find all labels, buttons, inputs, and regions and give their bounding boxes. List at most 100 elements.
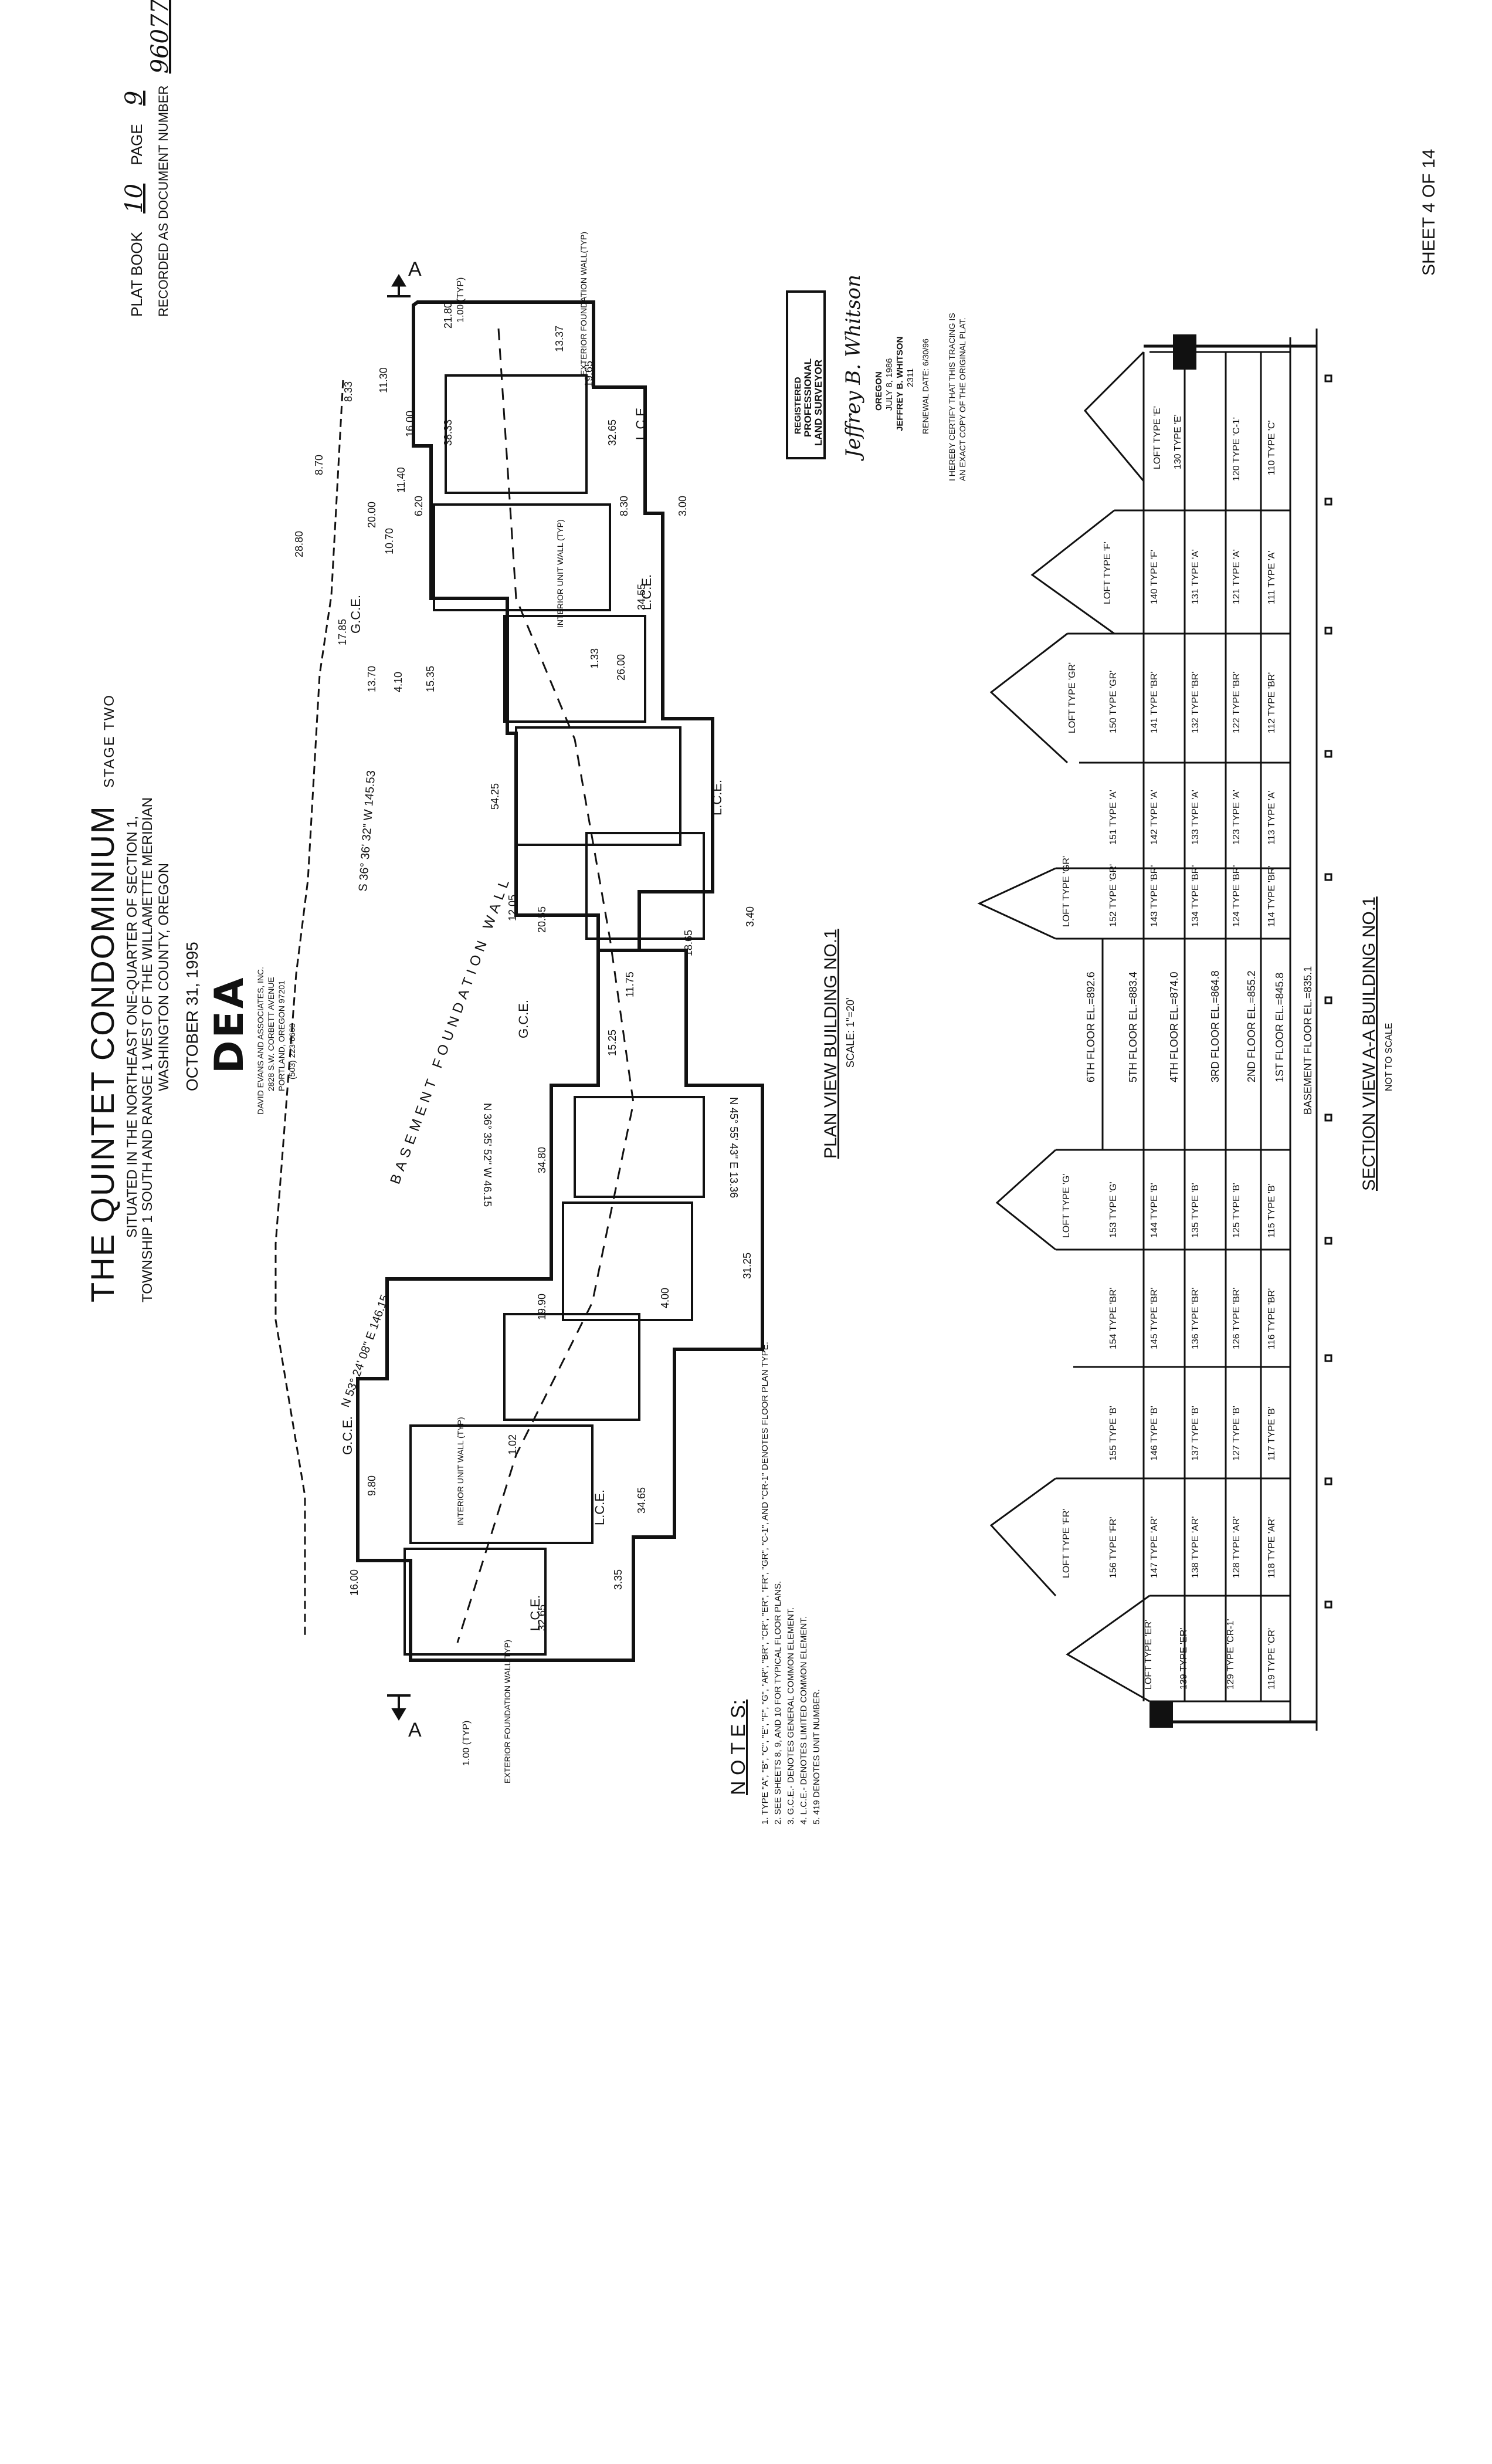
unit-label: 153 TYPE 'G' bbox=[1108, 1182, 1118, 1238]
dim-label: 1.02 bbox=[507, 1434, 518, 1455]
unit-label: 140 TYPE 'F' bbox=[1149, 550, 1159, 604]
lce-label: L.C.E. bbox=[633, 404, 648, 440]
grade-markers bbox=[1324, 374, 1332, 1609]
loft-label: LOFT TYPE 'ER' bbox=[1144, 1619, 1154, 1690]
unit-label: 141 TYPE 'BR' bbox=[1149, 671, 1159, 733]
dim-label: 34.55 bbox=[636, 584, 647, 610]
unit-label: 143 TYPE 'BR' bbox=[1149, 865, 1159, 927]
gce-label: G.C.E. bbox=[516, 1000, 531, 1038]
dim-label: 20.55 bbox=[536, 906, 548, 933]
unit-label: 113 TYPE 'A' bbox=[1267, 790, 1277, 845]
unit-label: 135 TYPE 'B' bbox=[1191, 1183, 1201, 1238]
unit-label: 121 TYPE 'A' bbox=[1232, 549, 1242, 604]
dim-label: 28.80 bbox=[293, 531, 305, 557]
interior-wall-label: INTERIOR UNIT WALL (TYP) bbox=[456, 1417, 465, 1525]
unit-label: 124 TYPE 'BR' bbox=[1232, 865, 1242, 927]
dim-label: 10.70 bbox=[384, 528, 395, 554]
dim-label: 3.35 bbox=[612, 1569, 624, 1590]
unit-label: 114 TYPE 'BR' bbox=[1267, 865, 1277, 927]
loft-label: LOFT TYPE 'GR' bbox=[1067, 662, 1077, 733]
bearing-label: N 36° 35' 52" W 46.15 bbox=[481, 1103, 493, 1207]
unit-label: 128 TYPE 'AR' bbox=[1232, 1516, 1242, 1578]
unit-label: 139 TYPE 'ER' bbox=[1179, 1627, 1189, 1690]
unit-label: 137 TYPE 'B' bbox=[1191, 1406, 1201, 1461]
dim-label: 11.30 bbox=[378, 367, 389, 393]
unit-label: 152 TYPE 'GR' bbox=[1108, 864, 1118, 927]
dim-label: 6.20 bbox=[413, 496, 425, 516]
dim-label: 54.25 bbox=[489, 783, 501, 810]
unit-centerline bbox=[456, 328, 635, 1643]
unit-label: 138 TYPE 'AR' bbox=[1191, 1516, 1201, 1578]
unit-label: 134 TYPE 'BR' bbox=[1191, 865, 1201, 927]
lce-label: L.C.E. bbox=[710, 780, 724, 815]
loft-label: LOFT TYPE 'G' bbox=[1062, 1173, 1071, 1238]
floor-elevation-label: 5TH FLOOR EL.=883.4 bbox=[1127, 972, 1139, 1082]
exterior-wall-label: EXTERIOR FOUNDATION WALL(TYP) bbox=[503, 1640, 512, 1783]
lce-label: L.C.E. bbox=[592, 1490, 607, 1525]
dim-label: 8.30 bbox=[618, 496, 630, 516]
bearing-label: N 45° 55' 43" E 13.36 bbox=[728, 1097, 740, 1198]
unit-label: 122 TYPE 'BR' bbox=[1232, 671, 1242, 733]
unit-label: 146 TYPE 'B' bbox=[1149, 1406, 1159, 1461]
dim-label: 12.05 bbox=[507, 895, 518, 921]
unit-block bbox=[503, 1313, 640, 1421]
floor-elevation-label: 6TH FLOOR EL.=892.6 bbox=[1085, 972, 1097, 1082]
floor-elevation-label: BASEMENT FLOOR EL.=835.1 bbox=[1302, 966, 1314, 1115]
unit-label: 151 TYPE 'A' bbox=[1108, 790, 1118, 845]
dim-label: 15.35 bbox=[425, 666, 436, 692]
section-view-subtitle: NOT TO SCALE bbox=[1384, 1023, 1394, 1091]
floor-lines bbox=[1101, 352, 1291, 1701]
unit-label: 117 TYPE 'B' bbox=[1267, 1406, 1277, 1461]
unit-block bbox=[503, 615, 646, 723]
dim-label: 19.65 bbox=[583, 361, 595, 387]
dim-label: 26.00 bbox=[615, 654, 627, 681]
unit-label: 142 TYPE 'A' bbox=[1149, 790, 1159, 845]
dim-label: 4.10 bbox=[392, 672, 404, 692]
unit-label: 110 TYPE 'C' bbox=[1267, 420, 1277, 475]
exterior-wall-label: EXTERIOR FOUNDATION WALL(TYP) bbox=[579, 232, 588, 375]
dim-label: 13.37 bbox=[554, 326, 565, 352]
loft-label: LOFT TYPE 'GR' bbox=[1062, 855, 1071, 927]
dim-label: 8.70 bbox=[313, 455, 325, 475]
unit-block bbox=[515, 726, 681, 846]
gce-label: G.C.E. bbox=[340, 1416, 355, 1455]
unit-label: 156 TYPE 'FR' bbox=[1108, 1517, 1118, 1578]
loft-label: LOFT TYPE 'E' bbox=[1152, 406, 1162, 469]
section-mark-bottom: A bbox=[408, 1719, 422, 1741]
dim-label: 8.33 bbox=[343, 381, 354, 402]
dim-label: 11.40 bbox=[395, 467, 407, 493]
unit-label: 111 TYPE 'A' bbox=[1267, 550, 1277, 605]
unit-label: 154 TYPE 'BR' bbox=[1108, 1287, 1118, 1349]
unit-label: 125 TYPE 'B' bbox=[1232, 1183, 1242, 1238]
loft-label: LOFT TYPE 'FR' bbox=[1062, 1508, 1071, 1578]
gce-label: G.C.E. bbox=[348, 595, 363, 634]
floor-elevation-label: 3RD FLOOR EL.=864.8 bbox=[1209, 970, 1221, 1082]
basement-block bbox=[1173, 334, 1196, 370]
unit-block bbox=[409, 1424, 594, 1544]
unit-label: 130 TYPE 'E' bbox=[1173, 414, 1183, 469]
unit-label: 132 TYPE 'BR' bbox=[1191, 671, 1201, 733]
dim-label: 1.33 bbox=[589, 648, 601, 669]
unit-label: 150 TYPE 'GR' bbox=[1108, 670, 1118, 733]
floor-elevation-label: 1ST FLOOR EL.=845.8 bbox=[1274, 972, 1286, 1082]
dim-label: 34.65 bbox=[636, 1487, 647, 1514]
dim-label: 13.70 bbox=[366, 666, 378, 692]
unit-block bbox=[445, 374, 588, 494]
unit-label: 129 TYPE 'CR-1' bbox=[1226, 1619, 1236, 1690]
unit-label: 136 TYPE 'BR' bbox=[1191, 1287, 1201, 1349]
plan-dimension-labels: 21.80 13.37 19.65 8.33 11.30 38.33 32.65… bbox=[293, 302, 756, 1631]
dim-label: 9.80 bbox=[366, 1475, 378, 1496]
unit-label: 155 TYPE 'B' bbox=[1108, 1406, 1118, 1461]
loft-label: LOFT TYPE 'F' bbox=[1103, 541, 1113, 604]
lce-label: L.C.E. bbox=[639, 574, 654, 610]
dim-label: 16.00 bbox=[348, 1569, 360, 1596]
unit-label: 133 TYPE 'A' bbox=[1191, 790, 1201, 845]
unit-label: 123 TYPE 'A' bbox=[1232, 790, 1242, 845]
lce-label: L.C.E. bbox=[528, 1595, 542, 1631]
unit-label: 118 TYPE 'AR' bbox=[1267, 1517, 1277, 1578]
section-arrow-top bbox=[391, 274, 406, 287]
gable-roofs bbox=[977, 351, 1150, 1703]
unit-label: 119 TYPE 'CR' bbox=[1267, 1627, 1277, 1690]
dim-label: 3.00 bbox=[677, 496, 689, 516]
